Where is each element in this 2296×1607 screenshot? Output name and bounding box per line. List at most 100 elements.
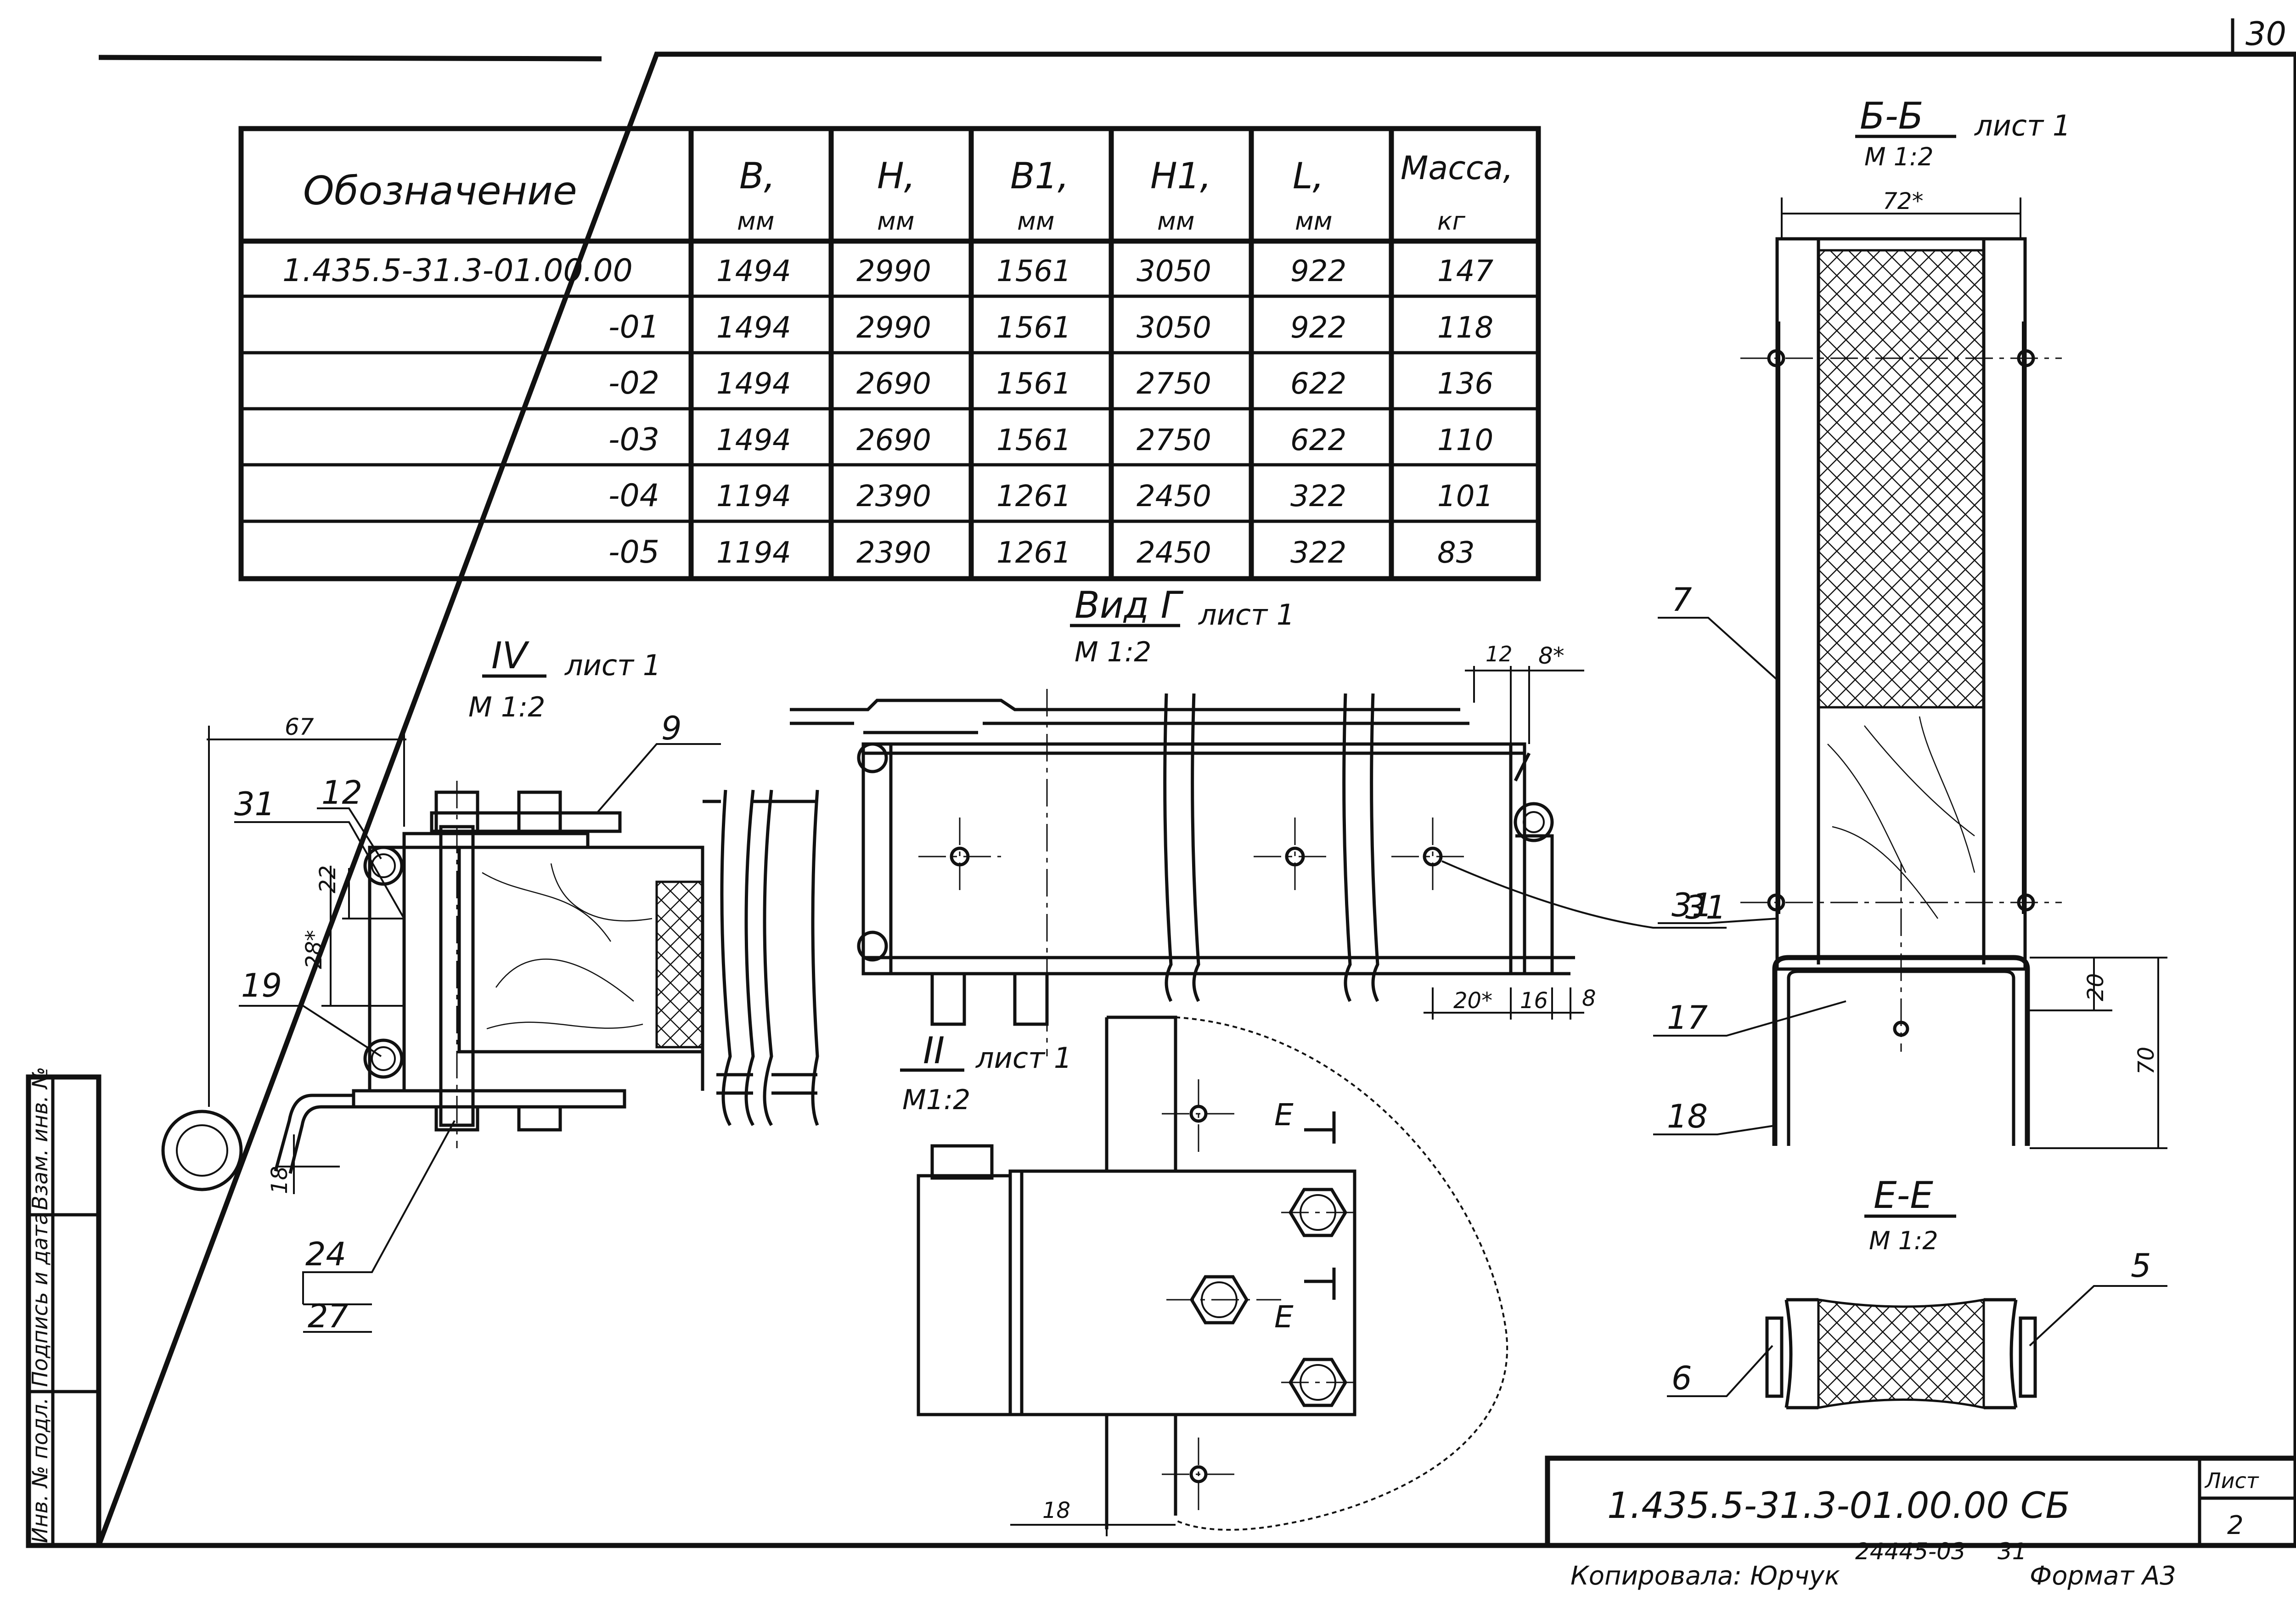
title-designation: 1.435.5-31.3-01.00.00 СБ bbox=[1607, 1485, 2070, 1527]
view-ii-scale: М1:2 bbox=[902, 1084, 970, 1116]
dim-20-bb: 20 bbox=[2083, 973, 2109, 1001]
view-ii-sheet-ref: лист 1 bbox=[975, 1041, 1072, 1075]
th-b: B, bbox=[739, 156, 775, 197]
spec-table-body: 1.435.5-31.3-01.00.00 1494 2990 1561 305… bbox=[282, 253, 1493, 570]
th-b1: B1, bbox=[1010, 156, 1069, 197]
view-iv-sheet-ref: лист 1 bbox=[564, 648, 661, 682]
callout-31-bb: 31 bbox=[1671, 886, 1712, 924]
cell-value: 2450 bbox=[1137, 536, 1211, 570]
callout-31: 31 bbox=[234, 785, 275, 823]
section-bb-title: Б-Б лист 1 М 1:2 bbox=[1855, 95, 2071, 171]
cell-value: 101 bbox=[1437, 479, 1493, 513]
view-ii-label: II bbox=[923, 1029, 945, 1072]
cell-designation: -05 bbox=[608, 534, 659, 570]
view-g-drawing bbox=[790, 666, 1727, 1056]
dim-12: 12 bbox=[1486, 642, 1513, 666]
th-designation: Обозначение bbox=[303, 168, 577, 214]
cell-value: 1561 bbox=[996, 367, 1071, 401]
cell-value: 1561 bbox=[996, 423, 1071, 457]
dim-72: 72* bbox=[1883, 188, 1924, 214]
side-stamp bbox=[26, 1074, 101, 1548]
section-ee-title: Е-Е М 1:2 bbox=[1864, 1174, 1956, 1255]
cell-value: 1494 bbox=[716, 367, 791, 401]
corner-page-number: 30 bbox=[2245, 15, 2286, 53]
callout-24: 24 bbox=[305, 1235, 346, 1273]
cell-value: 2990 bbox=[856, 254, 931, 288]
view-iv-label: IV bbox=[491, 634, 530, 677]
cell-value: 147 bbox=[1437, 254, 1493, 288]
stamp-vzam: Взам. инв. № bbox=[28, 1067, 52, 1210]
view-ii-drawing bbox=[917, 1015, 1508, 1536]
cell-value: 622 bbox=[1290, 423, 1346, 457]
cell-value: 622 bbox=[1290, 367, 1346, 401]
cell-value: 1561 bbox=[996, 254, 1071, 288]
stamp-podpis: Подпись и дата bbox=[28, 1212, 52, 1387]
section-ee-label: Е-Е bbox=[1874, 1174, 1933, 1217]
section-mark-e-bottom: Е bbox=[1274, 1299, 1294, 1335]
th-l-unit: мм bbox=[1295, 207, 1332, 236]
section-bb-labels: 72* 20 70 7 31 17 18 31 bbox=[1667, 188, 2159, 1135]
cell-value: 3050 bbox=[1137, 311, 1211, 345]
section-ee-scale: М 1:2 bbox=[1869, 1226, 1938, 1255]
cell-value: 2990 bbox=[856, 311, 931, 345]
view-g-title: Вид Г лист 1 М 1:2 bbox=[1070, 584, 1294, 668]
cell-value: 1194 bbox=[716, 536, 791, 570]
cell-value: 322 bbox=[1290, 536, 1346, 570]
dim-16: 16 bbox=[1520, 988, 1548, 1014]
callout-27: 27 bbox=[308, 1297, 349, 1335]
section-bb-label: Б-Б bbox=[1860, 95, 1924, 137]
view-iv-title: IV лист 1 М 1:2 bbox=[468, 634, 661, 723]
view-g-sheet-ref: лист 1 bbox=[1198, 598, 1294, 632]
spec-table-grid bbox=[238, 126, 1541, 581]
title-block bbox=[1545, 1455, 2296, 1548]
dim-20-star: 20* bbox=[1453, 988, 1492, 1014]
cell-value: 2450 bbox=[1137, 479, 1211, 513]
cell-value: 2690 bbox=[856, 423, 931, 457]
th-h1-unit: мм bbox=[1157, 207, 1194, 236]
callout-7: 7 bbox=[1671, 581, 1692, 619]
th-b1-unit: мм bbox=[1017, 207, 1054, 236]
title-sheet-number: 2 bbox=[2227, 1511, 2244, 1540]
cell-value: 83 bbox=[1437, 536, 1474, 570]
archive-suffix: 31 bbox=[1998, 1538, 2027, 1565]
cell-value: 1494 bbox=[716, 311, 791, 345]
stamp-inv-podl: Инв. № подл. bbox=[28, 1398, 52, 1543]
section-bb-scale: М 1:2 bbox=[1864, 142, 1934, 171]
cell-value: 110 bbox=[1437, 423, 1493, 457]
view-g-labels: 12 8* 20* 16 8 bbox=[1453, 642, 1596, 1014]
cell-value: 322 bbox=[1290, 479, 1346, 513]
cell-value: 118 bbox=[1437, 311, 1493, 345]
cell-value: 3050 bbox=[1137, 254, 1211, 288]
title-sheet-label: Лист bbox=[2204, 1468, 2259, 1493]
sheet-frame bbox=[95, 18, 2296, 1548]
section-bb-drawing bbox=[1653, 197, 2167, 1149]
callout-5: 5 bbox=[2131, 1247, 2151, 1285]
dim-67: 67 bbox=[285, 714, 314, 740]
dim-18-ii: 18 bbox=[1042, 1498, 1070, 1523]
section-ee-drawing bbox=[1667, 1285, 2167, 1410]
cell-value: 1494 bbox=[716, 423, 791, 457]
cell-value: 2690 bbox=[856, 367, 931, 401]
th-h-unit: мм bbox=[877, 207, 914, 236]
cell-value: 1261 bbox=[996, 479, 1071, 513]
view-g-scale: М 1:2 bbox=[1075, 636, 1151, 668]
th-mass-unit: кг bbox=[1437, 207, 1466, 236]
cell-value: 2390 bbox=[856, 479, 931, 513]
cell-value: 922 bbox=[1290, 311, 1346, 345]
dim-8-star: 8* bbox=[1538, 643, 1564, 669]
th-mass: Масса, bbox=[1401, 149, 1513, 187]
cell-value: 2750 bbox=[1137, 423, 1211, 457]
view-g-label: Вид Г bbox=[1075, 584, 1184, 626]
cell-designation: -01 bbox=[608, 309, 659, 345]
callout-18: 18 bbox=[1667, 1098, 1708, 1135]
section-ee-labels: 6 5 bbox=[1671, 1247, 2151, 1397]
section-bb-sheet-ref: лист 1 bbox=[1974, 109, 2071, 142]
cell-value: 1194 bbox=[716, 479, 791, 513]
format-label: Формат А3 bbox=[2030, 1561, 2176, 1591]
cell-value: 2390 bbox=[856, 536, 931, 570]
view-iv-labels: 67 22 28* 18 9 31 12 19 24 27 bbox=[234, 710, 682, 1335]
section-mark-e-top: Е bbox=[1274, 1097, 1294, 1133]
cell-designation: -03 bbox=[608, 422, 659, 458]
archive-code: 24445-03 bbox=[1855, 1538, 1966, 1565]
